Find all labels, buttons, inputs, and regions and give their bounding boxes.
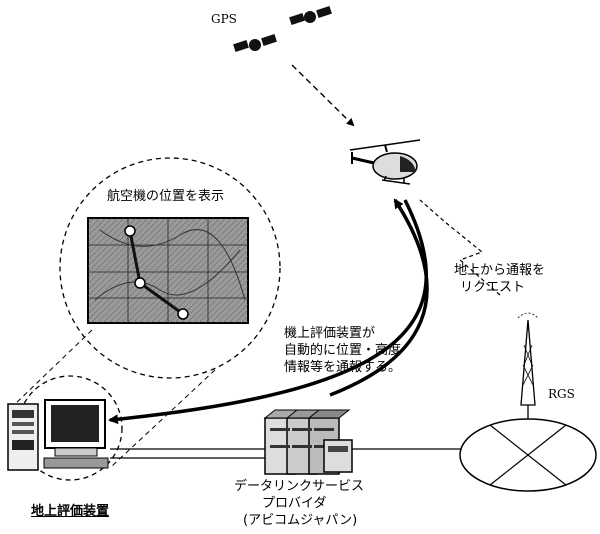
auto-report-text-line1: 機上評価装置が: [284, 326, 376, 341]
gps-satellite-icon: [289, 6, 332, 25]
helicopter-icon: [349, 139, 421, 185]
gps-label: GPS: [211, 12, 237, 26]
request-text-line1: 地上から通報を: [454, 263, 546, 278]
ground-evaluation-computer-icon: [7, 375, 123, 481]
provider-label-line3: (アビコムジャパン): [243, 513, 358, 528]
datalink-server-rack-icon: [263, 409, 353, 475]
network-ellipse: [459, 418, 597, 492]
downlink-arrow-to-ground: [108, 199, 429, 425]
rgs-label: RGS: [548, 387, 575, 401]
map-caption: 航空機の位置を表示: [107, 189, 225, 204]
gps-satellite-icon: [233, 34, 277, 52]
request-text-line2: リクエスト: [460, 280, 526, 295]
ground-equipment-label: 地上評価装置: [31, 504, 110, 519]
provider-label-line1: データリンクサービス: [234, 479, 365, 494]
gps-signal-arrow: [291, 64, 355, 127]
rgs-antenna-tower-icon: [517, 312, 539, 422]
provider-label-line2: プロバイダ: [262, 496, 327, 511]
request-signal-line: [419, 199, 501, 296]
auto-report-text-line3: 情報等を通報する。: [284, 360, 402, 375]
auto-report-text-line2: 自動的に位置・高度: [284, 343, 402, 358]
aircraft-position-map-callout: [59, 157, 281, 379]
uplink-arrow-to-aircraft: [329, 198, 429, 397]
